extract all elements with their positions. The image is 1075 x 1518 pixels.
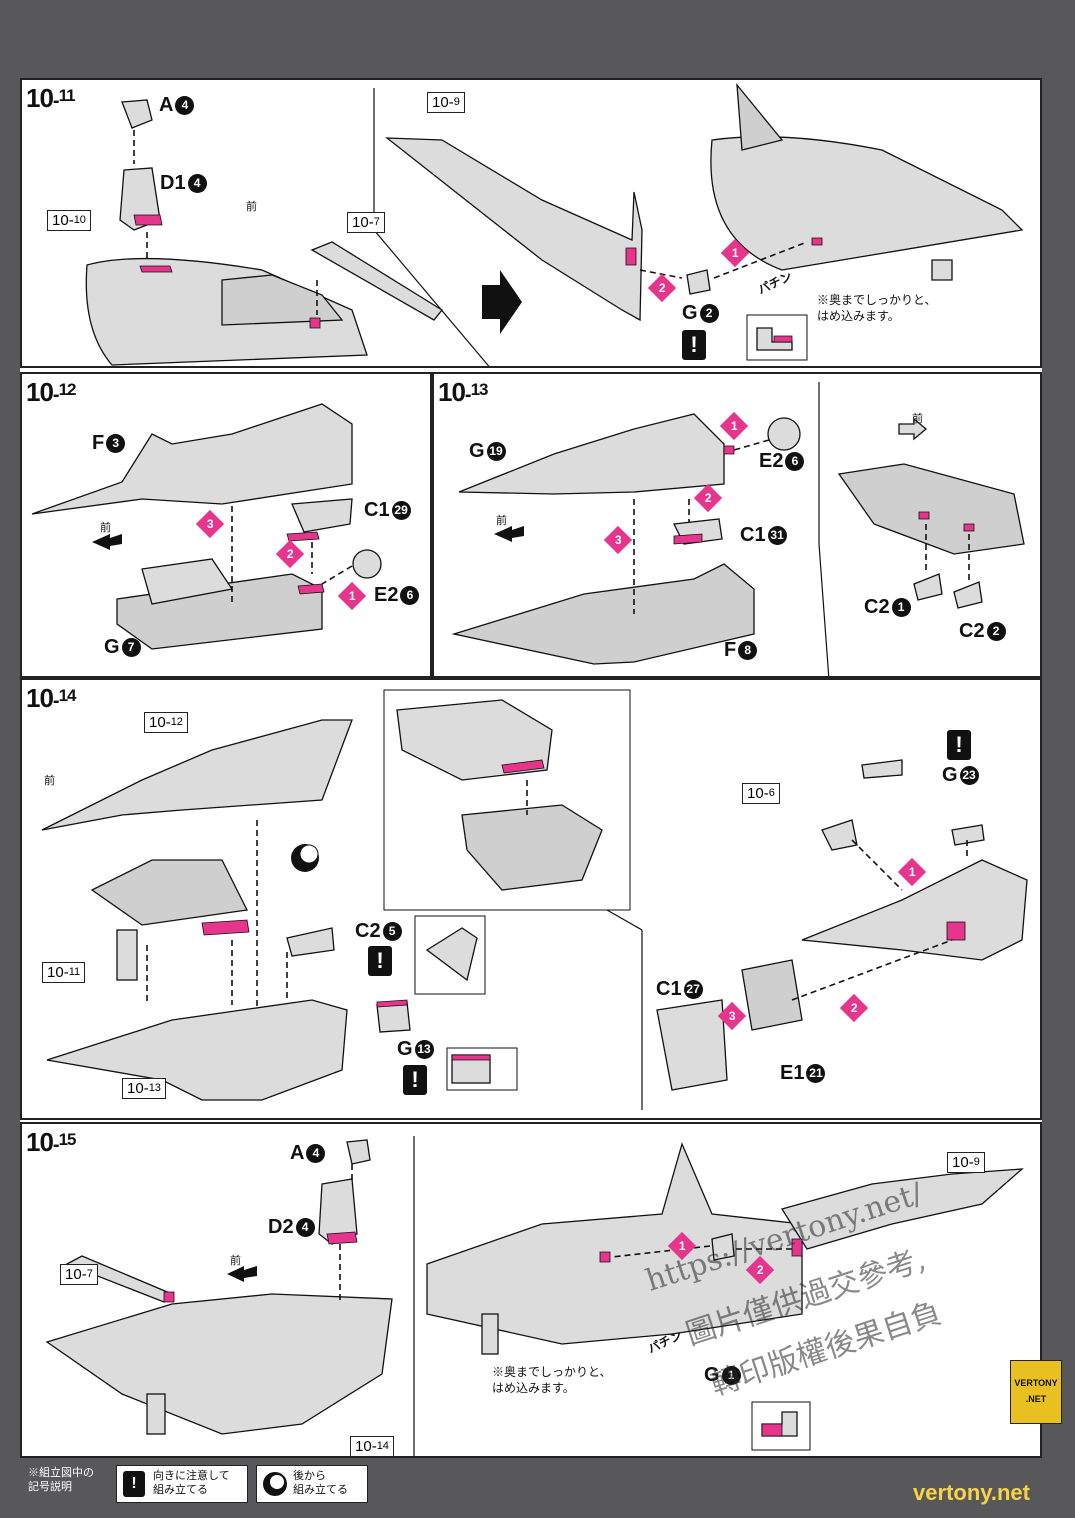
step-10-11-illustration bbox=[85, 82, 1024, 366]
step-10-13-illustration bbox=[451, 382, 1025, 676]
legend-caution-text: 向きに注意して 組み立てる bbox=[153, 1470, 230, 1496]
step-number: 10-14 bbox=[26, 683, 77, 713]
legend-title: ※組立図中の 記号説明 bbox=[28, 1467, 94, 1493]
caution-icon: ! bbox=[123, 1471, 145, 1497]
front-direction-label: 前 bbox=[100, 522, 111, 534]
ref-10-13: 10-13 bbox=[122, 1078, 166, 1099]
step-number: 10-15 bbox=[26, 1127, 77, 1157]
ref-10-11: 10-11 bbox=[42, 962, 86, 983]
step-10-11-panel: 10-11 10-10 10- bbox=[20, 78, 1042, 368]
front-direction-label: 前 bbox=[496, 515, 507, 527]
caution-icon: ! bbox=[947, 730, 971, 760]
front-direction-label: 前 bbox=[230, 1255, 241, 1267]
ref-10-10: 10-10 bbox=[47, 210, 91, 231]
caution-icon: ! bbox=[368, 946, 392, 976]
front-direction-label-inset: 前 bbox=[912, 413, 923, 425]
step-number: 10-13 bbox=[438, 377, 489, 407]
front-direction-label: 前 bbox=[44, 775, 55, 787]
insert-fully-note: ※奥までしっかりと、 はめ込みます。 bbox=[492, 1365, 612, 1395]
ref-10-9: 10-9 bbox=[947, 1152, 985, 1173]
legend-item-caution: ! 向きに注意して 組み立てる bbox=[116, 1465, 248, 1503]
step-number: 10-12 bbox=[26, 377, 77, 407]
symbol-legend: ※組立図中の 記号説明 ! 向きに注意して 組み立てる 後から 組み立てる ve… bbox=[20, 1462, 1042, 1512]
step-10-14-illustration bbox=[41, 689, 1028, 1110]
step-10-15-illustration bbox=[45, 1136, 1024, 1456]
caution-icon: ! bbox=[403, 1065, 427, 1095]
step-10-14-panel: 10-14 bbox=[20, 678, 1042, 1120]
ref-10-7: 10-7 bbox=[60, 1264, 98, 1285]
caution-icon: ! bbox=[682, 330, 706, 360]
ref-10-14: 10-14 bbox=[350, 1436, 394, 1456]
back-assembly-icon bbox=[263, 1472, 287, 1496]
insert-fully-note: ※奥までしっかりと、 はめ込みます。 bbox=[817, 293, 937, 323]
legend-later-text: 後から 組み立てる bbox=[293, 1470, 348, 1496]
ref-10-9: 10-9 bbox=[427, 92, 465, 113]
front-direction-label: 前 bbox=[246, 201, 257, 213]
step-number: 10-11 bbox=[26, 83, 76, 113]
ref-10-12: 10-12 bbox=[144, 712, 188, 733]
step-10-12-illustration bbox=[31, 403, 382, 650]
legend-item-later: 後から 組み立てる bbox=[256, 1465, 368, 1503]
ref-10-7: 10-7 bbox=[347, 212, 385, 233]
site-url: vertony.net bbox=[913, 1480, 1030, 1505]
ref-10-6: 10-6 bbox=[742, 783, 780, 804]
vertony-logo: VERTONY.NET bbox=[1010, 1360, 1062, 1424]
